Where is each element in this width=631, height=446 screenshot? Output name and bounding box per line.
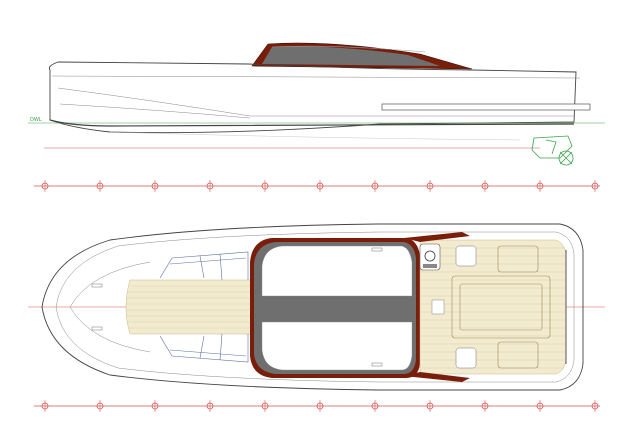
cockpit-seats bbox=[455, 245, 477, 369]
waterline-label: DWL bbox=[30, 117, 42, 123]
aft-teak-lines bbox=[420, 247, 566, 369]
chine-line bbox=[57, 87, 574, 117]
deck-cleats bbox=[91, 247, 383, 367]
aft-seating-outlines bbox=[451, 245, 551, 369]
plan-hull-outline bbox=[41, 223, 584, 391]
hardtop-tip-bottom bbox=[404, 372, 470, 382]
station-ticks-plan bbox=[34, 400, 600, 412]
side-hull-outline bbox=[48, 61, 577, 134]
hardtop-tip-top bbox=[404, 232, 470, 242]
helm-console bbox=[419, 243, 445, 315]
forward-teak-deck bbox=[125, 279, 253, 335]
plan-hardtop-white-lower bbox=[261, 321, 413, 371]
hardtop-frame-line bbox=[271, 45, 426, 53]
plan-hardtop-white bbox=[261, 245, 413, 297]
sheer-line bbox=[51, 75, 581, 79]
boot-stripe bbox=[49, 119, 575, 127]
forward-seating bbox=[159, 251, 249, 363]
strake-line bbox=[59, 103, 251, 119]
outboard-drive-icon bbox=[531, 135, 574, 166]
plan-view bbox=[28, 223, 605, 391]
forward-teak-lines bbox=[126, 285, 252, 329]
plan-bow-inner bbox=[69, 261, 151, 353]
keel-line bbox=[109, 131, 521, 141]
rub-rail bbox=[381, 103, 591, 111]
plan-deck-edge bbox=[55, 231, 575, 383]
station-ticks-side bbox=[34, 180, 600, 192]
hardtop-glass bbox=[262, 46, 440, 66]
side-profile-view: DWL bbox=[28, 42, 605, 166]
steering-wheel-icon bbox=[424, 250, 436, 262]
